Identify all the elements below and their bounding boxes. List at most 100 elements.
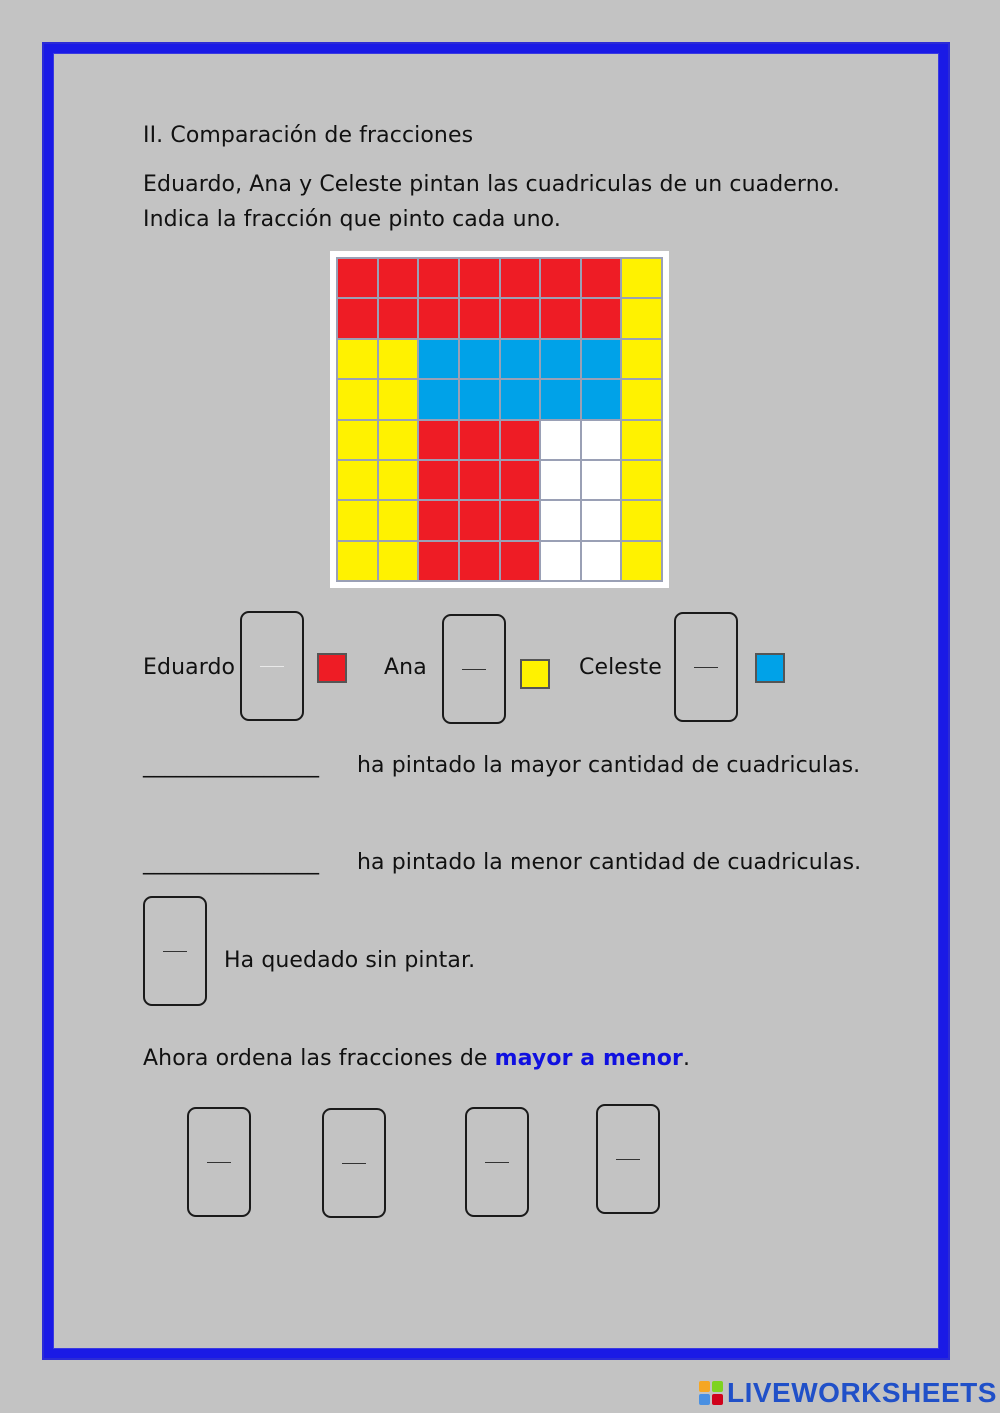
grid-cell-white (581, 460, 621, 500)
sin-pintar-label: Ha quedado sin pintar. (224, 948, 476, 973)
fraction-input-unpainted[interactable] (143, 896, 207, 1006)
grid-cell-red (338, 259, 377, 298)
grid-cell-white (581, 501, 621, 540)
fraction-bar (485, 1162, 509, 1163)
liveworksheets-logo-text: LIVEWORKSHEETS (727, 1377, 997, 1408)
grid-cell-yellow (622, 460, 661, 500)
colored-grid-image (330, 251, 669, 588)
fraction-bar (342, 1163, 366, 1164)
grid-cell-red (500, 420, 540, 459)
grid-cell-red (419, 299, 458, 338)
yellow-swatch (520, 659, 550, 689)
grid-cell-red (419, 420, 458, 459)
grid-cell-yellow (338, 420, 377, 459)
order-fraction-input-3[interactable] (465, 1107, 529, 1217)
grid-cell-red (419, 259, 458, 298)
order-highlight: mayor a menor (494, 1046, 683, 1071)
grid-cell-blue (581, 339, 621, 379)
label-celeste: Celeste (579, 655, 662, 680)
grid-cell-white (541, 460, 580, 500)
grid-cell-red (459, 259, 499, 298)
grid-cell-red (500, 259, 540, 298)
order-instruction: Ahora ordena las fracciones de mayor a m… (143, 1046, 690, 1071)
order-fraction-input-2[interactable] (322, 1108, 386, 1218)
grid-cell-yellow (622, 541, 661, 580)
fraction-bar (207, 1162, 231, 1163)
grid-cell-white (581, 541, 621, 580)
grid-cell-yellow (378, 541, 418, 580)
fraction-bar (694, 667, 718, 668)
answer-blank-mayor[interactable]: ________________ (143, 753, 319, 778)
grid-cell-blue (541, 339, 580, 379)
grid-cell-white (541, 420, 580, 459)
grid-cell-red (378, 299, 418, 338)
grid-cell-red (500, 460, 540, 500)
grid-cell-white (541, 541, 580, 580)
section-title: II. Comparación de fracciones (143, 123, 474, 148)
fraction-bar (260, 666, 284, 667)
grid-cell-red (500, 541, 540, 580)
grid-cell-yellow (378, 339, 418, 379)
grid-cell-red (459, 541, 499, 580)
red-swatch (317, 653, 347, 683)
order-fraction-input-1[interactable] (187, 1107, 251, 1217)
label-ana: Ana (384, 655, 427, 680)
grid-cell-blue (581, 380, 621, 419)
grid-cell-yellow (338, 541, 377, 580)
grid-cell-white (541, 501, 580, 540)
order-prefix: Ahora ordena las fracciones de (143, 1046, 495, 1071)
order-fraction-input-4[interactable] (596, 1104, 660, 1214)
grid-cell-red (581, 299, 621, 338)
worksheet-border (44, 44, 948, 1358)
grid-cell-yellow (622, 380, 661, 419)
grid-cell-yellow (378, 501, 418, 540)
fraction-bar (163, 951, 187, 952)
grid-cell-red (419, 501, 458, 540)
grid-cell-yellow (622, 259, 661, 298)
grid-cell-red (541, 299, 580, 338)
grid-cell-yellow (378, 460, 418, 500)
grid-cell-red (459, 501, 499, 540)
grid-cell-red (338, 299, 377, 338)
grid-cell-red (500, 501, 540, 540)
grid-cell-red (541, 259, 580, 298)
grid-cell-blue (459, 380, 499, 419)
grid-cell-white (581, 420, 621, 459)
grid-cell-blue (459, 339, 499, 379)
grid-cell-yellow (338, 501, 377, 540)
grid-cell-yellow (622, 299, 661, 338)
fraction-input-eduardo[interactable] (240, 611, 304, 721)
fraction-bar (462, 669, 486, 670)
grid-cell-red (419, 541, 458, 580)
grid-cell-red (419, 460, 458, 500)
grid-cell-red (581, 259, 621, 298)
grid-cell-yellow (378, 420, 418, 459)
label-eduardo: Eduardo (143, 655, 236, 680)
grid-cell-blue (419, 339, 458, 379)
grid-cell-yellow (338, 460, 377, 500)
grid-cell-yellow (378, 380, 418, 419)
order-suffix: . (682, 1046, 691, 1071)
menor-sentence: ha pintado la menor cantidad de cuadricu… (357, 850, 862, 875)
grid-cell-red (459, 420, 499, 459)
grid-cell-blue (500, 339, 540, 379)
grid-cell-red (378, 259, 418, 298)
fraction-input-celeste[interactable] (674, 612, 738, 722)
grid-cell-blue (541, 380, 580, 419)
grid-cell-red (459, 460, 499, 500)
liveworksheets-logo-icon (699, 1381, 723, 1405)
grid-cell-yellow (622, 501, 661, 540)
mayor-sentence: ha pintado la mayor cantidad de cuadricu… (357, 753, 861, 778)
grid-cell-red (500, 299, 540, 338)
blue-swatch (755, 653, 785, 683)
fraction-bar (616, 1159, 640, 1160)
intro-line-2: Indica la fracción que pinto cada uno. (143, 207, 561, 232)
fraction-input-ana[interactable] (442, 614, 506, 724)
grid-cell-red (459, 299, 499, 338)
answer-blank-menor[interactable]: ________________ (143, 850, 319, 875)
grid-cell-yellow (622, 420, 661, 459)
grid-cell-yellow (338, 380, 377, 419)
grid-cell-yellow (338, 339, 377, 379)
grid (336, 257, 663, 582)
grid-cell-blue (500, 380, 540, 419)
